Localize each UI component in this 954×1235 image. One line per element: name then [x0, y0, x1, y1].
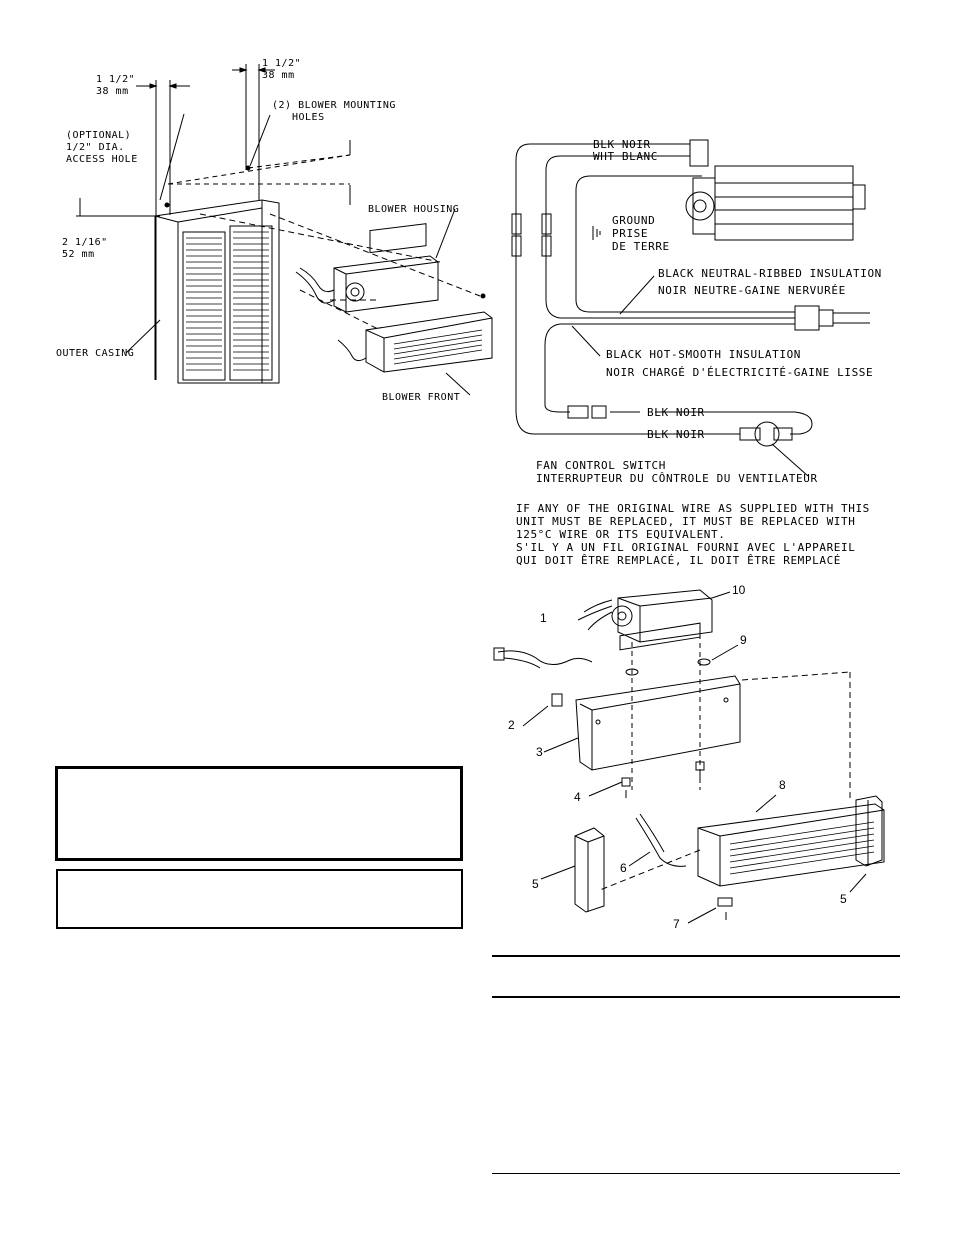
wiring-diagram	[511, 139, 870, 477]
wire-note-3: 125°C WIRE OR ITS EQUIVALENT.	[516, 528, 725, 541]
blower-mounting-label: (2) BLOWER MOUNTING	[272, 100, 396, 111]
part-number-9: 9	[740, 633, 747, 647]
part-number-5-right: 5	[840, 892, 847, 906]
part-number-7: 7	[673, 917, 680, 931]
part-number-1: 1	[540, 611, 547, 625]
blower-front-label: BLOWER FRONT	[382, 392, 460, 403]
blower-housing-label: BLOWER HOUSING	[368, 204, 459, 215]
fan-switch-label: FAN CONTROL SWITCH	[536, 459, 666, 472]
outer-casing-label: OUTER CASING	[56, 348, 134, 359]
ground-label-2: PRISE	[612, 227, 648, 240]
dim-side: 2 1/16"	[62, 237, 108, 248]
dim-top-right: 1 1/2"	[262, 58, 301, 69]
part-number-4: 4	[574, 790, 581, 804]
fan-switch-label-2: INTERRUPTEUR DU CÔNTROLE DU VENTILATEUR	[536, 472, 818, 485]
part-number-2: 2	[508, 718, 515, 732]
warning-box	[55, 766, 463, 861]
part-number-10: 10	[732, 583, 746, 597]
wire-note-4: S'IL Y A UN FIL ORIGINAL FOURNI AVEC L'A…	[516, 541, 855, 554]
wire-blk-noir-2: BLK NOIR	[647, 428, 705, 441]
dim-top-left: 1 1/2"	[96, 74, 135, 85]
part-numbers: 10 1 9 2 3 8 4 6 5 5 7	[508, 583, 847, 931]
table-rule-bottom	[492, 1173, 900, 1174]
wiring-labels: BLK NOIR WHT BLANC GROUND PRISE DE TERRE…	[516, 138, 882, 567]
dim-side-mm: 52 mm	[62, 249, 95, 260]
neutral-label: BLACK NEUTRAL-RIBBED INSULATION	[658, 267, 882, 280]
wire-blk-noir-top: BLK NOIR	[593, 138, 651, 151]
wire-note-2: UNIT MUST BE REPLACED, IT MUST BE REPLAC…	[516, 515, 855, 528]
hot-label-2: NOIR CHARGÉ D'ÉLECTRICITÉ-GAINE LISSE	[606, 366, 873, 379]
hot-label: BLACK HOT-SMOOTH INSULATION	[606, 348, 801, 361]
blower-mounting-label-2: HOLES	[292, 112, 325, 123]
wire-blk-noir-1: BLK NOIR	[647, 406, 705, 419]
wire-wht-blanc: WHT BLANC	[593, 150, 658, 163]
optional-label-3: ACCESS HOLE	[66, 154, 138, 165]
part-number-8: 8	[779, 778, 786, 792]
dim-top-left-mm: 38 mm	[96, 86, 129, 97]
wire-note-5: QUI DOIT ÊTRE REMPLACÉ, IL DOIT ÊTRE REM…	[516, 554, 841, 567]
part-number-3: 3	[536, 745, 543, 759]
dim-top-right-mm: 38 mm	[262, 70, 295, 81]
ground-label-3: DE TERRE	[612, 240, 670, 253]
caution-box	[56, 869, 463, 929]
installation-diagram	[76, 64, 493, 396]
installation-labels: 1 1/2" 38 mm 1 1/2" 38 mm (2) BLOWER MOU…	[56, 58, 460, 403]
table-rule-top	[492, 955, 900, 957]
part-number-5-left: 5	[532, 877, 539, 891]
table-rule-middle	[492, 996, 900, 998]
optional-label-2: 1/2" DIA.	[66, 142, 125, 153]
neutral-label-2: NOIR NEUTRE-GAINE NERVURÉE	[658, 284, 846, 297]
ground-label: GROUND	[612, 214, 655, 227]
wire-note-1: IF ANY OF THE ORIGINAL WIRE AS SUPPLIED …	[516, 502, 870, 515]
exploded-parts-diagram	[493, 589, 885, 924]
part-number-6: 6	[620, 861, 627, 875]
optional-label: (OPTIONAL)	[66, 130, 131, 141]
